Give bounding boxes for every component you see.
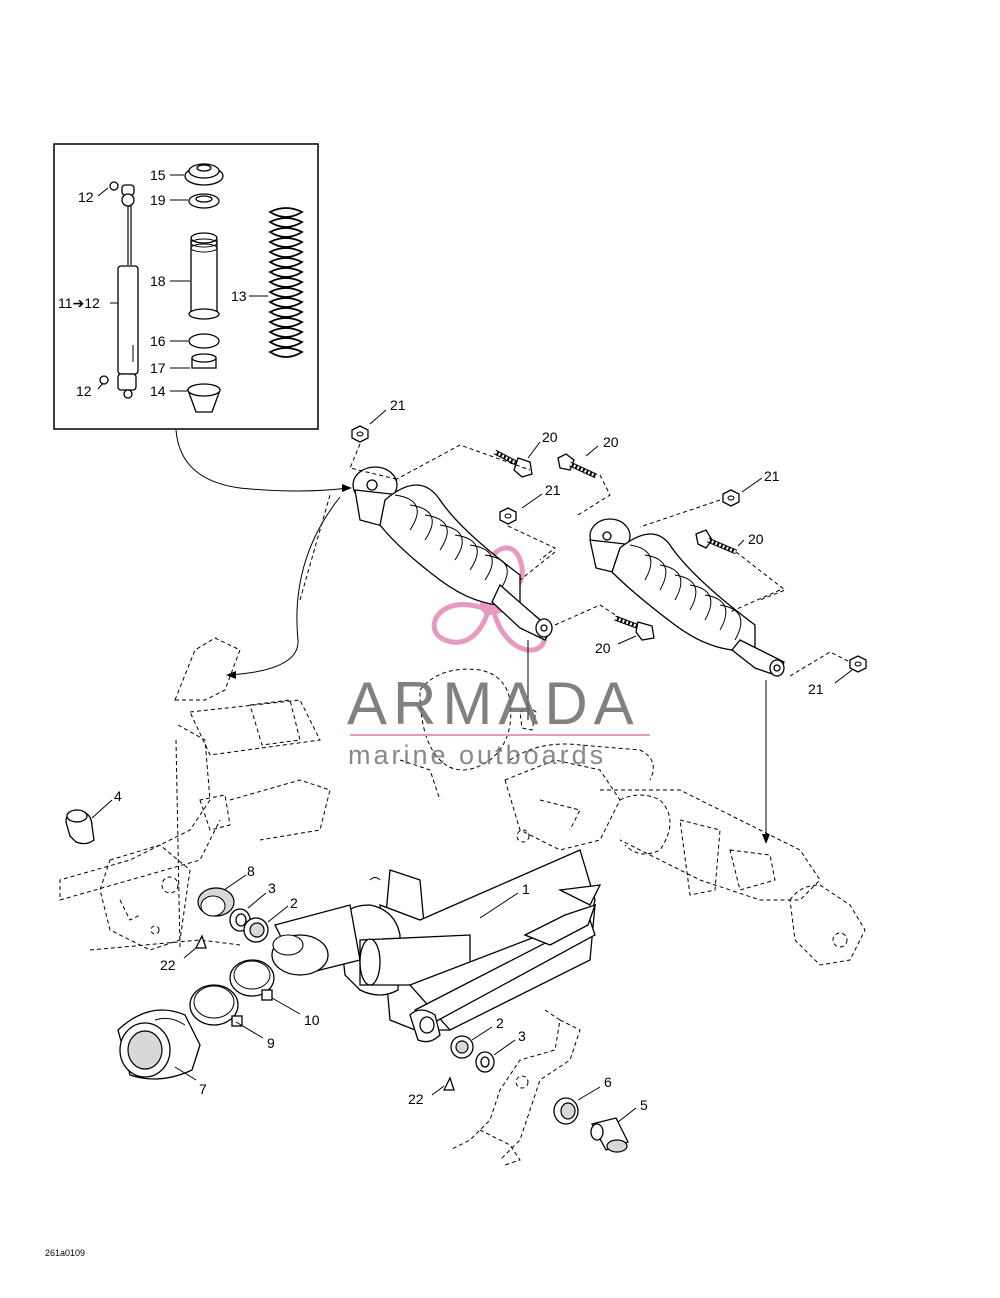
inset-pointer-arrow [175, 429, 349, 492]
label-20-top-left: 20 [542, 429, 558, 445]
leader-lines [91, 409, 853, 1123]
part-5-bolt [590, 1117, 629, 1153]
inset-label-17: 17 [150, 360, 166, 376]
bolt-20-top-right [557, 453, 598, 479]
nut-21-right-top [722, 489, 740, 507]
part-2-bearing-right [450, 1035, 474, 1059]
part-3-washer-left [229, 908, 251, 932]
label-22-right: 22 [408, 1091, 424, 1107]
part-6-washer [553, 1097, 579, 1125]
frame-pointer-arrow [229, 496, 341, 676]
inset-label-16: 16 [150, 333, 166, 349]
bolt-20-top-left [493, 449, 533, 478]
label-9: 9 [267, 1035, 275, 1051]
label-5: 5 [640, 1097, 648, 1113]
label-8: 8 [247, 863, 255, 879]
label-2-left: 2 [290, 895, 298, 911]
label-7: 7 [199, 1081, 207, 1097]
inset-label-12-top: 12 [78, 189, 94, 205]
part-10-clamp [229, 959, 275, 1001]
inset-part-19-retainer [188, 193, 220, 209]
nut-21-middle [499, 507, 517, 525]
bolt-20-right [695, 529, 737, 555]
label-21-right-top: 21 [764, 468, 780, 484]
right-shock-absorber [589, 518, 785, 677]
inset-part-15-cap [184, 163, 224, 186]
vehicle-frame [59, 637, 331, 951]
bolt-20-lower [614, 615, 655, 641]
inset-part-13-spring [268, 207, 304, 358]
part-3-washer-right [475, 1051, 495, 1073]
label-10: 10 [304, 1012, 320, 1028]
drawing-code: 261a0109 [45, 1248, 85, 1258]
part-7-boot [117, 1009, 201, 1080]
watermark-tagline: marine outboards [348, 740, 606, 770]
inset-label-11-to-12: 11➔12 [58, 295, 100, 311]
label-22-left: 22 [160, 957, 176, 973]
label-21-middle: 21 [545, 482, 561, 498]
part-22-grease-fitting-left [194, 934, 207, 949]
inset-label-18: 18 [150, 273, 166, 289]
inset-part-14-seat [187, 383, 221, 413]
label-1: 1 [522, 881, 530, 897]
shock-absorber-inset: 15 19 18 13 16 17 14 12 12 11➔12 [53, 143, 319, 430]
inset-label-13: 13 [231, 288, 247, 304]
inset-part-17-collar [191, 353, 217, 369]
inset-label-19: 19 [150, 192, 166, 208]
inset-label-14: 14 [150, 383, 166, 399]
label-3-right: 3 [518, 1028, 526, 1044]
label-21-top-left: 21 [390, 397, 406, 413]
inset-part-18-boot [188, 232, 220, 320]
right-frame-bracket [449, 1009, 581, 1166]
part-2-bearing-left [243, 917, 269, 943]
label-2-right: 2 [496, 1015, 504, 1031]
part-8-bushing [197, 887, 235, 917]
inset-part-16-ring [188, 333, 220, 349]
label-3-left: 3 [268, 880, 276, 896]
inset-label-15: 15 [150, 167, 166, 183]
assembly-lines [175, 443, 851, 951]
label-20-right: 20 [748, 531, 764, 547]
inset-shock-absorber [99, 181, 139, 399]
watermark-brand: ARMADA [347, 670, 640, 737]
part-22-grease-fitting-right [442, 1076, 455, 1091]
label-20-lower: 20 [595, 640, 611, 656]
nut-21-top-left [351, 425, 369, 443]
left-shock-absorber [352, 466, 553, 641]
label-21-right-lower: 21 [808, 681, 824, 697]
part-1-swing-arm [271, 849, 602, 1043]
inset-label-12-bottom: 12 [76, 383, 92, 399]
part-4-bump-stop [65, 809, 95, 845]
rear-axle-differential [399, 668, 866, 966]
label-20-top-right: 20 [603, 434, 619, 450]
label-4: 4 [114, 788, 122, 804]
part-9-clamp [189, 984, 243, 1027]
nut-21-right-lower [849, 655, 867, 673]
label-6: 6 [604, 1074, 612, 1090]
